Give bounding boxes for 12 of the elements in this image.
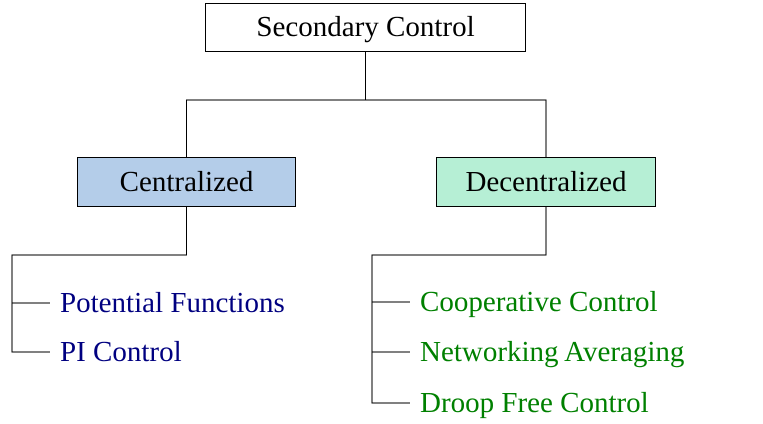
- leaf-label: PI Control: [60, 338, 182, 366]
- leaf-label: Potential Functions: [60, 288, 285, 318]
- category-box: [77, 157, 296, 207]
- box-label: Centralized: [120, 168, 254, 196]
- box-label: Decentralized: [465, 168, 626, 196]
- category-box: [436, 157, 656, 207]
- connector-line: [365, 52, 546, 158]
- leaf-label: Networking Averaging: [420, 338, 684, 366]
- root-box: [205, 3, 526, 52]
- box-label: Secondary Control: [256, 13, 475, 42]
- leaf-label: Droop Free Control: [420, 388, 649, 418]
- leaf-label: Cooperative Control: [420, 288, 658, 316]
